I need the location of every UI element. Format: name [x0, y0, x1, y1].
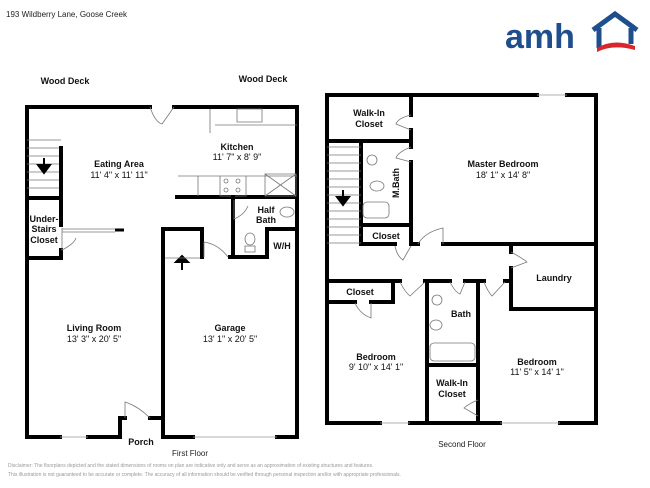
room-name: M.Bath [391, 168, 401, 198]
door-icon [233, 200, 249, 220]
room-dims: 13' 3" x 20' 5" [67, 334, 121, 344]
room-name: Garage [214, 323, 245, 333]
disclaimer-line: This illustration is not guaranteed to b… [8, 472, 401, 478]
room-name: Eating Area [94, 159, 145, 169]
door-icon [203, 241, 229, 258]
stairs-icon [327, 146, 361, 244]
toilet-icon [429, 319, 443, 331]
property-address: 193 Wildberry Lane, Goose Creek [6, 10, 127, 19]
room-name: Closet [438, 389, 466, 399]
room-name: Closet [372, 231, 400, 241]
room-name: Laundry [536, 273, 572, 283]
room-name: Bath [451, 309, 471, 319]
floor-label: Second Floor [438, 440, 486, 449]
room-name: Bedroom [517, 357, 557, 367]
bathtub-icon [362, 201, 390, 219]
svg-text:amh: amh [505, 18, 575, 56]
amh-logo: amh [505, 10, 639, 56]
room-name: Closet [346, 287, 374, 297]
sink-icon [279, 206, 295, 218]
room-name: W/H [273, 241, 291, 251]
room-name: Kitchen [220, 142, 253, 152]
kitchen-counter-icon [178, 173, 297, 197]
deck-door-icon [149, 106, 175, 125]
room-name: Bath [256, 215, 276, 225]
bathtub-icon [429, 342, 476, 362]
room-name: Walk-In [436, 378, 468, 388]
room-name: Closet [355, 119, 383, 129]
room-name: Under- [30, 214, 59, 224]
room-name: Living Room [67, 323, 122, 333]
room-name: Half [257, 205, 275, 215]
sink-icon [366, 154, 378, 166]
up-arrow-icon [173, 254, 191, 270]
disclaimer-line: Disclaimer: The floorplans depicted and … [8, 463, 374, 469]
room-name: Bedroom [356, 352, 396, 362]
sink-icon [431, 294, 443, 306]
room-dims: 9' 10" x 14' 1" [349, 362, 403, 372]
outside-label: Wood Deck [41, 76, 91, 86]
outside-label: Wood Deck [239, 74, 289, 84]
room-name: Walk-In [353, 108, 385, 118]
room-name: Stairs [31, 224, 56, 234]
floor-label: First Floor [172, 449, 208, 458]
room-name: Master Bedroom [467, 159, 538, 169]
room-dims: 13' 1" x 20' 5" [203, 334, 257, 344]
toilet-icon [369, 180, 385, 192]
second-floor: Walk-In Closet Master Bedroom 18' 1" x 1… [325, 93, 598, 449]
outside-label: Porch [128, 437, 154, 447]
room-dims: 11' 4" x 11' 11" [90, 170, 147, 180]
room-dims: 11' 5" x 14' 1" [510, 367, 564, 377]
down-arrow-icon [335, 190, 351, 207]
disclaimer: Disclaimer: The floorplans depicted and … [8, 462, 401, 480]
front-door-icon [124, 401, 151, 419]
stairs-icon [27, 139, 61, 189]
toilet-icon [244, 232, 256, 246]
room-name: Closet [30, 235, 58, 245]
first-floor: Wood Deck Wood Deck Porch Eating Area 11… [25, 74, 299, 458]
down-arrow-icon [36, 158, 52, 175]
room-dims: 18' 1" x 14' 8" [476, 170, 530, 180]
sink-icon [209, 108, 297, 133]
room-dims: 11' 7" x 8' 9" [213, 152, 262, 162]
